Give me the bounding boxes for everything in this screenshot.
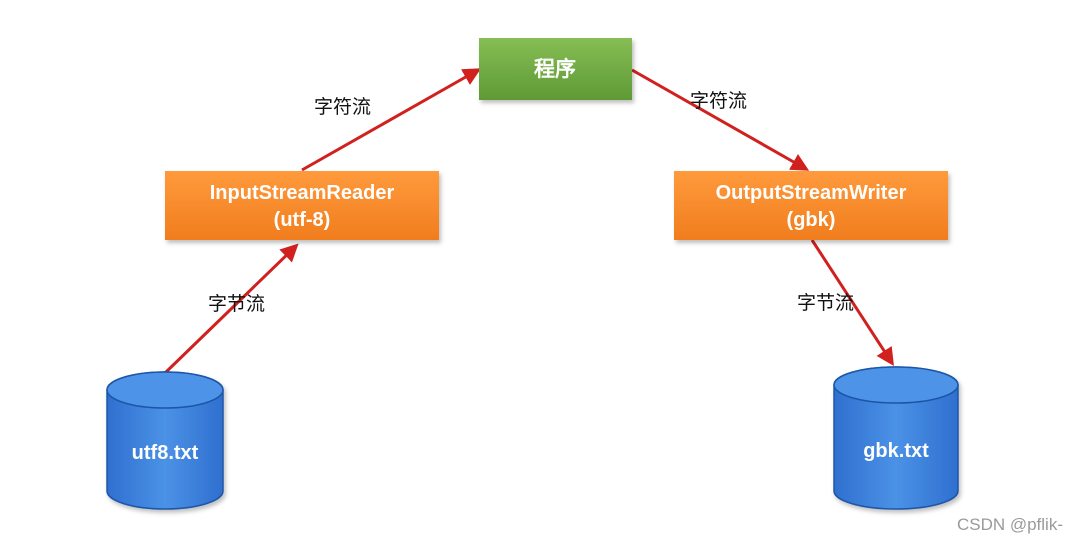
input-stream-reader-node: InputStreamReader (utf-8)	[165, 171, 439, 240]
utf8-file-cylinder: utf8.txt	[106, 371, 224, 510]
label-writer-to-target: 字节流	[797, 292, 854, 314]
label-source-to-reader: 字节流	[208, 293, 265, 315]
gbk-file-cylinder: gbk.txt	[833, 366, 959, 510]
csdn-watermark: CSDN @pflik-	[956, 515, 1063, 534]
arrow-writer-to-target	[810, 239, 894, 367]
reader-class-name: InputStreamReader	[210, 182, 395, 204]
output-stream-writer-node: OutputStreamWriter (gbk)	[674, 171, 948, 240]
label-reader-to-program: 字符流	[314, 96, 371, 118]
writer-charset: (gbk)	[787, 209, 836, 231]
arrow-reader-to-program	[301, 68, 482, 172]
utf8-file-label: utf8.txt	[132, 442, 199, 464]
program-label: 程序	[534, 57, 576, 81]
gbk-file-label: gbk.txt	[863, 440, 929, 462]
label-program-to-writer: 字符流	[690, 90, 747, 112]
writer-class-name: OutputStreamWriter	[716, 182, 907, 204]
program-node: 程序	[479, 38, 632, 100]
arrow-program-to-writer	[631, 68, 810, 171]
reader-charset: (utf-8)	[274, 209, 331, 231]
arrow-source-to-reader	[163, 243, 299, 375]
